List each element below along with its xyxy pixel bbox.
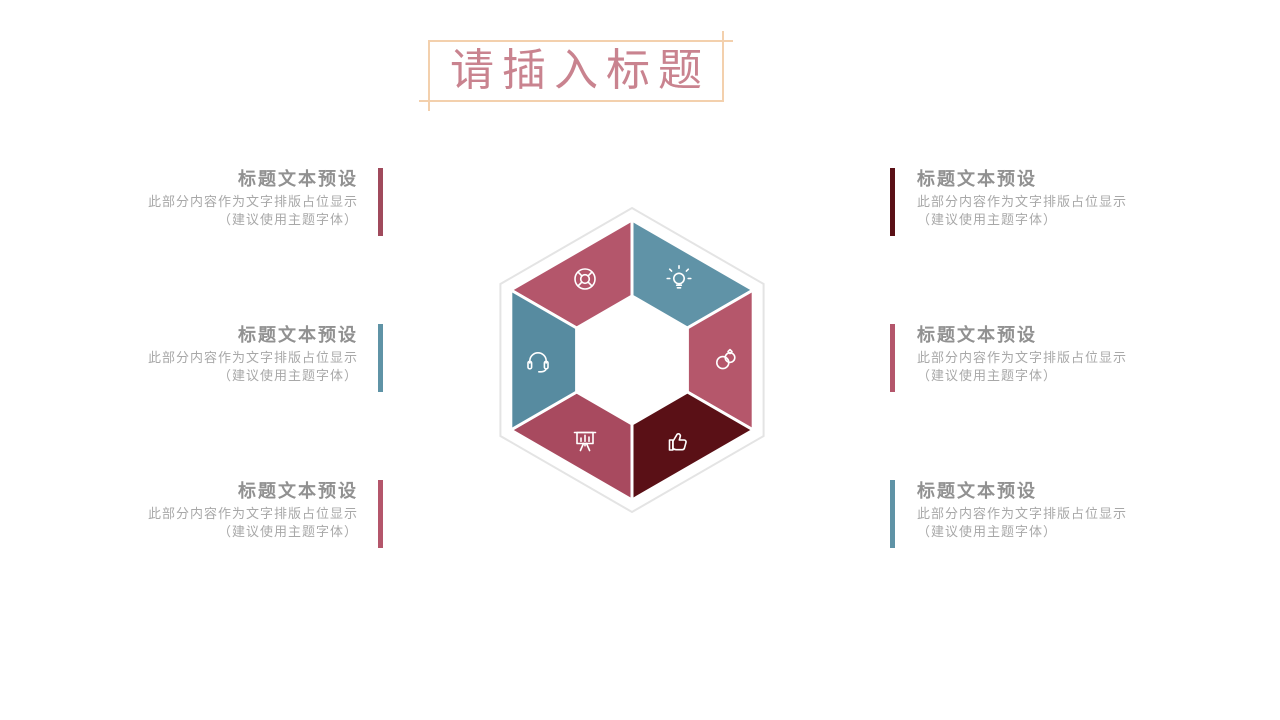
block-body-line2: （建议使用主题字体）: [217, 212, 358, 227]
block-title: 标题文本预设: [238, 325, 358, 345]
block-body-line1: 此部分内容作为文字排版占位显示: [147, 350, 358, 365]
presentation-chart-icon: [573, 431, 597, 452]
text-block-right-3: 标题文本预设 此部分内容作为文字排版占位显示 （建议使用主题字体）: [890, 480, 1162, 548]
block-body-line2: （建议使用主题字体）: [917, 212, 1058, 227]
thumbs-up-icon: [668, 433, 687, 451]
text-block-content: 标题文本预设 此部分内容作为文字排版占位显示 （建议使用主题字体）: [917, 168, 1162, 229]
block-body-line1: 此部分内容作为文字排版占位显示: [147, 194, 358, 209]
lightbulb-icon: [666, 265, 692, 289]
block-title: 标题文本预设: [917, 169, 1037, 189]
text-block-content: 标题文本预设 此部分内容作为文字排版占位显示 （建议使用主题字体）: [120, 168, 358, 229]
frame-corner-tick: [722, 40, 733, 42]
block-title: 标题文本预设: [917, 481, 1037, 501]
headphones-icon: [527, 352, 549, 373]
block-title: 标题文本预设: [238, 481, 358, 501]
text-block-left-2: 标题文本预设 此部分内容作为文字排版占位显示 （建议使用主题字体）: [120, 324, 383, 392]
block-body-line2: （建议使用主题字体）: [917, 524, 1058, 539]
title-frame: 请插入标题: [419, 31, 733, 111]
text-block-left-1: 标题文本预设 此部分内容作为文字排版占位显示 （建议使用主题字体）: [120, 168, 383, 236]
block-body-line2: （建议使用主题字体）: [217, 368, 358, 383]
frame-corner-tick: [428, 100, 430, 111]
block-body-line1: 此部分内容作为文字排版占位显示: [147, 506, 358, 521]
accent-bar: [890, 480, 895, 548]
block-body-line1: 此部分内容作为文字排版占位显示: [917, 506, 1128, 521]
accent-bar: [378, 168, 383, 236]
slide-title: 请插入标题: [450, 46, 710, 95]
accent-bar: [378, 324, 383, 392]
block-body-line2: （建议使用主题字体）: [917, 368, 1058, 383]
accent-bar: [890, 324, 895, 392]
block-body-line2: （建议使用主题字体）: [217, 524, 358, 539]
frame-corner-tick: [419, 100, 430, 102]
block-body-line1: 此部分内容作为文字排版占位显示: [917, 194, 1128, 209]
text-block-right-2: 标题文本预设 此部分内容作为文字排版占位显示 （建议使用主题字体）: [890, 324, 1162, 392]
text-block-content: 标题文本预设 此部分内容作为文字排版占位显示 （建议使用主题字体）: [120, 480, 358, 541]
hexagon-diagram: [499, 206, 765, 514]
text-block-content: 标题文本预设 此部分内容作为文字排版占位显示 （建议使用主题字体）: [917, 324, 1162, 385]
block-title: 标题文本预设: [917, 325, 1037, 345]
text-block-content: 标题文本预设 此部分内容作为文字排版占位显示 （建议使用主题字体）: [120, 324, 358, 385]
text-block-left-3: 标题文本预设 此部分内容作为文字排版占位显示 （建议使用主题字体）: [120, 480, 383, 548]
block-title: 标题文本预设: [238, 169, 358, 189]
block-body-line1: 此部分内容作为文字排版占位显示: [917, 350, 1128, 365]
text-block-right-1: 标题文本预设 此部分内容作为文字排版占位显示 （建议使用主题字体）: [890, 168, 1162, 236]
frame-corner-tick: [722, 31, 724, 42]
lifebuoy-icon: [574, 268, 596, 290]
segment-left: [509, 287, 579, 433]
accent-bar: [890, 168, 895, 236]
accent-bar: [378, 480, 383, 548]
text-block-content: 标题文本预设 此部分内容作为文字排版占位显示 （建议使用主题字体）: [917, 480, 1162, 541]
rings-icon: [716, 348, 736, 370]
